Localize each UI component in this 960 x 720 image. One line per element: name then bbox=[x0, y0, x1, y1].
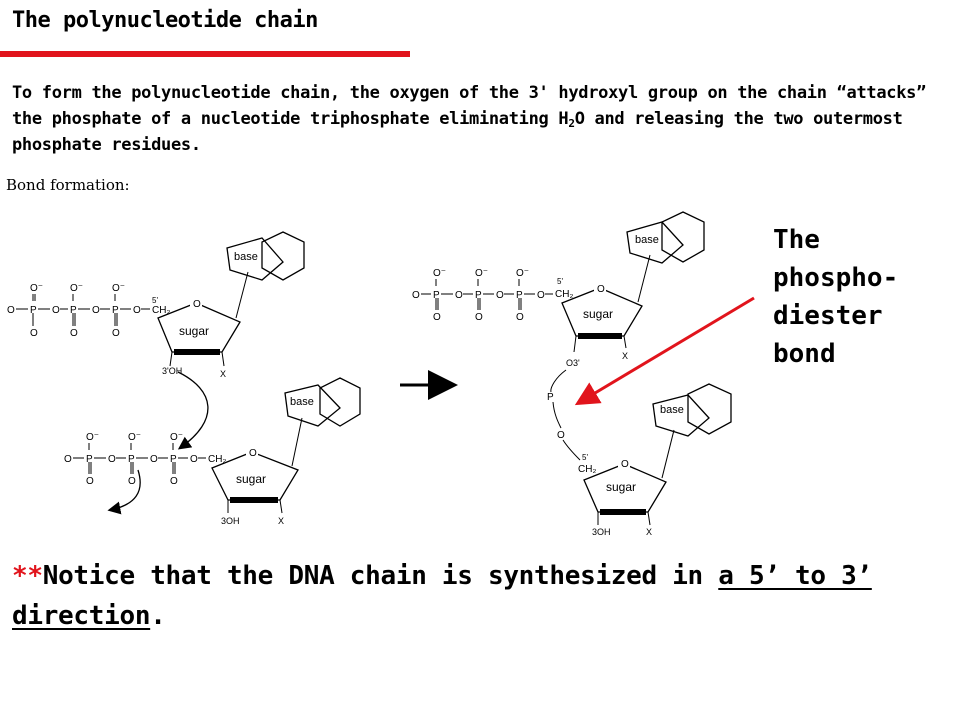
base-label: base bbox=[290, 396, 314, 408]
oxygen-label: O bbox=[70, 328, 78, 339]
oxygen-label: O bbox=[108, 454, 116, 465]
oxygen-label: O bbox=[516, 312, 524, 323]
sugar-label: sugar bbox=[606, 480, 636, 494]
phosphodiester-callout: The phospho- diester bond bbox=[773, 221, 953, 373]
phosphorus-label: P bbox=[70, 305, 77, 316]
phosphorus-label: P bbox=[475, 290, 482, 301]
five-prime-label: 5' bbox=[152, 296, 158, 305]
oxygen-label: O bbox=[433, 312, 441, 323]
oxygen-label: O bbox=[475, 312, 483, 323]
para-subscript: 2 bbox=[568, 117, 575, 130]
callout-line: phospho- bbox=[773, 263, 899, 293]
three-prime-oh-label: 3'OH bbox=[162, 366, 182, 376]
title-underline bbox=[0, 51, 410, 57]
phosphorus-label: P bbox=[128, 454, 135, 465]
callout-line: The bbox=[773, 225, 820, 255]
o-minus-label: O⁻ bbox=[475, 268, 488, 279]
ch2-label: CH₂ bbox=[208, 454, 226, 465]
phosphorus-label: P bbox=[516, 290, 523, 301]
oxygen-label: O bbox=[557, 430, 565, 441]
ring-oxygen-label: O bbox=[597, 284, 605, 295]
page-title: The polynucleotide chain bbox=[12, 8, 318, 33]
o-minus-label: O⁻ bbox=[70, 283, 83, 294]
o-minus-label: O⁻ bbox=[128, 432, 141, 443]
base-label: base bbox=[660, 404, 684, 416]
oxygen-label: O bbox=[455, 290, 463, 301]
x-label: X bbox=[278, 516, 284, 526]
phosphodiester-pointer-arrow bbox=[574, 296, 755, 406]
o-minus-label: O⁻ bbox=[112, 283, 125, 294]
notice-underlined-direction: a 5’ to 3’ bbox=[718, 561, 872, 591]
ring-oxygen-label: O bbox=[249, 448, 257, 459]
ch2-label: CH₂ bbox=[578, 464, 596, 475]
notice-stars: ** bbox=[12, 561, 43, 591]
oxygen-label: O bbox=[64, 454, 72, 465]
sugar-label: sugar bbox=[583, 307, 613, 321]
intro-paragraph: To form the polynucleotide chain, the ox… bbox=[12, 80, 952, 158]
o-minus-label: O⁻ bbox=[516, 268, 529, 279]
notice-underlined-word: direction bbox=[12, 601, 151, 631]
nucleotide-bottom-right: CH₂ 5' O sugar 3OH X base bbox=[578, 383, 732, 537]
oxygen-label: O bbox=[86, 476, 94, 487]
oxygen-label: O bbox=[7, 305, 15, 316]
oxygen-label: O bbox=[150, 454, 158, 465]
phosphorus-label: P bbox=[170, 454, 177, 465]
para-text-1: To form the polynucleotide chain, the ox… bbox=[12, 83, 927, 129]
notice-statement: **Notice that the DNA chain is synthesiz… bbox=[12, 556, 952, 636]
ring-oxygen-label: O bbox=[621, 459, 629, 470]
oxygen-label: O bbox=[170, 476, 178, 487]
base-label: base bbox=[635, 234, 659, 246]
phosphorus-label: P bbox=[112, 305, 119, 316]
phosphorus-label: P bbox=[86, 454, 93, 465]
five-prime-label: 5' bbox=[582, 453, 588, 462]
ring-oxygen-label: O bbox=[193, 299, 201, 310]
nucleotide-bottom-left: O P O⁻ O O P O⁻ O O P O⁻ O O CH₂ bbox=[64, 377, 361, 526]
oxygen-label: O bbox=[412, 290, 420, 301]
oxygen-label: O bbox=[30, 328, 38, 339]
ch2-label: CH₂ bbox=[555, 289, 573, 300]
notice-text: Notice that the DNA chain is synthesized… bbox=[42, 561, 719, 591]
x-label: X bbox=[220, 369, 226, 379]
oxygen-label: O bbox=[190, 454, 198, 465]
bond-formation-label: Bond formation: bbox=[6, 176, 130, 194]
o-minus-label: O⁻ bbox=[170, 432, 183, 443]
nucleotide-top-left: O P O⁻ O O P O⁻ O O P O⁻ O O CH₂ 5' bbox=[7, 231, 305, 379]
o-minus-label: O⁻ bbox=[86, 432, 99, 443]
phosphorus-label: P bbox=[547, 392, 554, 403]
oxygen-label: O bbox=[92, 305, 100, 316]
five-prime-label: 5' bbox=[557, 277, 563, 286]
phosphorus-label: P bbox=[433, 290, 440, 301]
callout-line: diester bbox=[773, 301, 883, 331]
oxygen-label: O bbox=[496, 290, 504, 301]
phosphodiester-linkage bbox=[550, 369, 581, 461]
oxygen-label: O bbox=[128, 476, 136, 487]
ch2-label: CH₂ bbox=[152, 305, 170, 316]
o-minus-label: O⁻ bbox=[433, 268, 446, 279]
notice-period: . bbox=[150, 601, 166, 631]
x-label: X bbox=[646, 527, 652, 537]
para-text-2: O and releasing the two outermost phosph… bbox=[12, 109, 903, 155]
oxygen-label: O bbox=[112, 328, 120, 339]
oxygen-label: O bbox=[52, 305, 60, 316]
phosphorus-label: P bbox=[30, 305, 37, 316]
x-label: X bbox=[622, 351, 628, 361]
sugar-label: sugar bbox=[179, 324, 209, 338]
oxygen-label: O bbox=[537, 290, 545, 301]
o-three-prime-label: O3' bbox=[566, 358, 580, 368]
three-oh-label: 3OH bbox=[221, 516, 240, 526]
base-label: base bbox=[234, 251, 258, 263]
nucleotide-top-right: O P O⁻ O O P O⁻ O O P O⁻ O O CH₂ 5' bbox=[412, 211, 705, 368]
callout-line: bond bbox=[773, 339, 836, 369]
three-oh-label: 3OH bbox=[592, 527, 611, 537]
sugar-label: sugar bbox=[236, 472, 266, 486]
o-minus-label: O⁻ bbox=[30, 283, 43, 294]
oxygen-label: O bbox=[133, 305, 141, 316]
